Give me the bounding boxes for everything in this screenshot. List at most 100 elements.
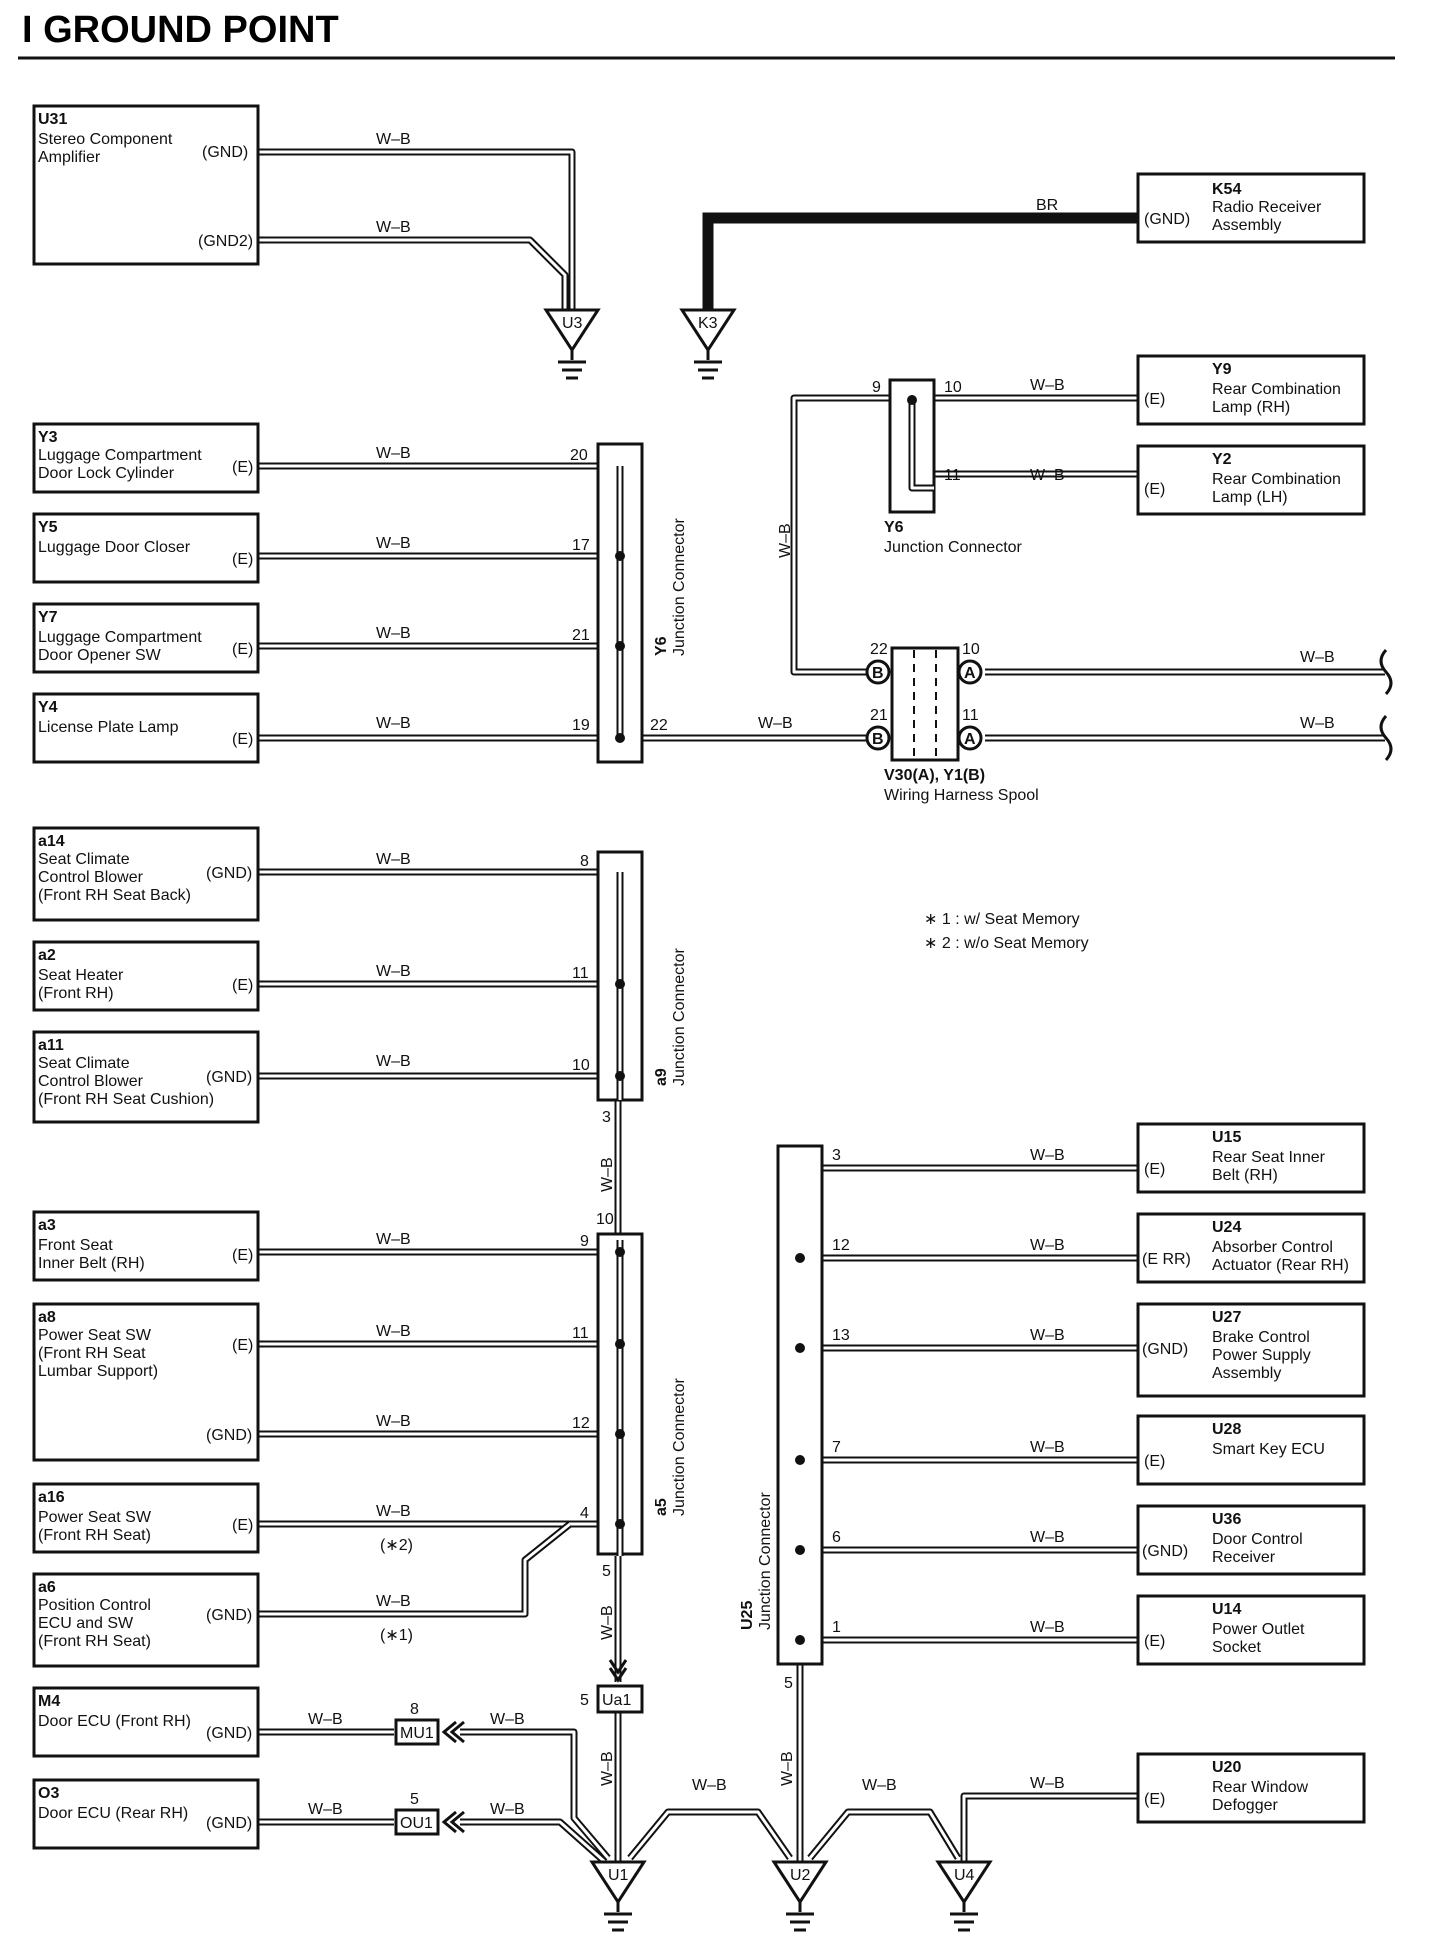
svg-text:21: 21 — [870, 707, 888, 724]
component-a8: a8 Power Seat SW (Front RH Seat Lumbar S… — [32, 1302, 260, 1462]
svg-text:Junction Connector: Junction Connector — [884, 539, 1023, 556]
svg-text:B: B — [872, 665, 884, 682]
svg-text:ECU and SW: ECU and SW — [38, 1615, 134, 1632]
svg-text:W–B: W–B — [376, 1413, 411, 1430]
component-Y2: Y2 Rear Combination Lamp (LH) (E) — [1136, 444, 1366, 516]
svg-text:W–B: W–B — [376, 535, 411, 552]
svg-text:W–B: W–B — [1030, 467, 1065, 484]
svg-text:(∗1): (∗1) — [380, 1627, 413, 1644]
svg-text:W–B: W–B — [1300, 715, 1335, 732]
svg-text:A: A — [964, 731, 976, 748]
svg-text:a3: a3 — [38, 1217, 56, 1234]
svg-text:22: 22 — [650, 717, 668, 734]
connector-OU1: OU1 5 — [394, 1791, 465, 1836]
svg-text:9: 9 — [580, 1233, 589, 1250]
svg-text:U15: U15 — [1212, 1129, 1241, 1146]
svg-text:W–B: W–B — [490, 1801, 525, 1818]
component-K54: K54 Radio Receiver Assembly (GND) — [1136, 172, 1366, 244]
svg-text:Y7: Y7 — [38, 609, 58, 626]
svg-text:(Front RH Seat): (Front RH Seat) — [38, 1527, 151, 1544]
svg-text:W–B: W–B — [1030, 1529, 1065, 1546]
svg-text:W–B: W–B — [376, 1053, 411, 1070]
note-1: ∗ 1 : w/ Seat Memory — [924, 911, 1080, 928]
svg-text:Actuator (Rear RH): Actuator (Rear RH) — [1212, 1257, 1349, 1274]
svg-text:Power Seat SW: Power Seat SW — [38, 1327, 152, 1344]
svg-text:(E RR): (E RR) — [1142, 1251, 1191, 1268]
svg-text:U24: U24 — [1212, 1219, 1241, 1236]
svg-text:M4: M4 — [38, 1693, 60, 1710]
svg-text:Socket: Socket — [1212, 1639, 1261, 1656]
svg-text:Power Supply: Power Supply — [1212, 1347, 1311, 1364]
svg-text:a6: a6 — [38, 1579, 56, 1596]
svg-text:11: 11 — [944, 467, 961, 484]
svg-text:Door ECU (Rear RH): Door ECU (Rear RH) — [38, 1805, 188, 1822]
connector-MU1: MU1 8 — [394, 1701, 465, 1746]
svg-text:W–B: W–B — [1030, 1147, 1065, 1164]
svg-text:3: 3 — [832, 1147, 841, 1164]
component-a6: a6 Position Control ECU and SW (Front RH… — [32, 1572, 260, 1668]
svg-text:Door ECU (Front RH): Door ECU (Front RH) — [38, 1713, 191, 1730]
svg-text:Defogger: Defogger — [1212, 1797, 1278, 1814]
component-U14: U14 Power Outlet Socket (E) — [1136, 1594, 1366, 1666]
svg-text:W–B: W–B — [1030, 1439, 1065, 1456]
svg-text:MU1: MU1 — [400, 1725, 434, 1742]
svg-text:W–B: W–B — [1030, 1237, 1065, 1254]
component-U24: U24 Absorber Control Actuator (Rear RH) … — [1136, 1212, 1366, 1284]
svg-text:(E): (E) — [232, 977, 253, 994]
component-U28: U28 Smart Key ECU (E) — [1136, 1414, 1366, 1486]
svg-text:(E): (E) — [232, 1337, 253, 1354]
svg-text:W–B: W–B — [308, 1711, 343, 1728]
svg-text:Junction Connector: Junction Connector — [671, 517, 688, 656]
svg-text:U27: U27 — [1212, 1309, 1241, 1326]
svg-text:(GND): (GND) — [1144, 211, 1190, 228]
svg-text:13: 13 — [832, 1327, 850, 1344]
svg-text:a14: a14 — [38, 833, 65, 850]
component-a16: a16 Power Seat SW (Front RH Seat) (E) — [32, 1482, 260, 1554]
svg-text:K3: K3 — [698, 315, 718, 332]
component-O3: O3 Door ECU (Rear RH) (GND) — [32, 1778, 260, 1850]
svg-text:17: 17 — [572, 537, 590, 554]
component-a14: a14 Seat Climate Control Blower (Front R… — [32, 826, 260, 922]
svg-text:License Plate Lamp: License Plate Lamp — [38, 719, 179, 736]
svg-text:Y4: Y4 — [38, 699, 58, 716]
svg-text:1: 1 — [832, 1619, 841, 1636]
svg-text:(E): (E) — [1144, 391, 1165, 408]
svg-text:W–B: W–B — [862, 1777, 897, 1794]
svg-text:5: 5 — [602, 1563, 611, 1580]
svg-text:(E): (E) — [232, 459, 253, 476]
svg-text:W–B: W–B — [1300, 649, 1335, 666]
svg-text:(GND): (GND) — [1142, 1341, 1188, 1358]
ground-U4: U4 — [935, 1860, 993, 1932]
ground-U1: U1 — [589, 1860, 647, 1932]
svg-text:11: 11 — [572, 965, 589, 982]
svg-text:(Front RH): (Front RH) — [38, 985, 114, 1002]
svg-text:6: 6 — [832, 1529, 841, 1546]
svg-text:W–B: W–B — [376, 715, 411, 732]
svg-text:Seat Climate: Seat Climate — [38, 851, 130, 868]
component-Y4: Y4 License Plate Lamp (E) — [32, 692, 260, 764]
svg-text:Lamp (LH): Lamp (LH) — [1212, 489, 1288, 506]
ground-U2: U2 — [771, 1860, 829, 1932]
connector-Y6-right: 9 10 11 Y6 Junction Connector — [872, 378, 1023, 556]
svg-text:U20: U20 — [1212, 1759, 1241, 1776]
svg-text:W–B: W–B — [376, 963, 411, 980]
svg-text:Rear Combination: Rear Combination — [1212, 381, 1341, 398]
svg-text:A: A — [964, 665, 976, 682]
svg-text:Lumbar Support): Lumbar Support) — [38, 1363, 158, 1380]
svg-text:U2: U2 — [790, 1867, 811, 1884]
component-U20: U20 Rear Window Defogger (E) — [1136, 1752, 1366, 1824]
svg-text:Amplifier: Amplifier — [38, 149, 101, 166]
svg-text:W–B: W–B — [758, 715, 793, 732]
svg-text:(E): (E) — [232, 1247, 253, 1264]
svg-text:Control Blower: Control Blower — [38, 1073, 144, 1090]
svg-text:U31: U31 — [38, 111, 67, 128]
svg-text:(GND2): (GND2) — [198, 233, 253, 250]
svg-text:a8: a8 — [38, 1309, 56, 1326]
svg-text:9: 9 — [872, 379, 881, 396]
svg-text:(GND): (GND) — [202, 144, 248, 161]
svg-text:(Front RH Seat): (Front RH Seat) — [38, 1633, 151, 1650]
svg-text:Power Seat SW: Power Seat SW — [38, 1509, 152, 1526]
svg-text:8: 8 — [410, 1701, 419, 1718]
svg-text:W–B: W–B — [376, 1231, 411, 1248]
